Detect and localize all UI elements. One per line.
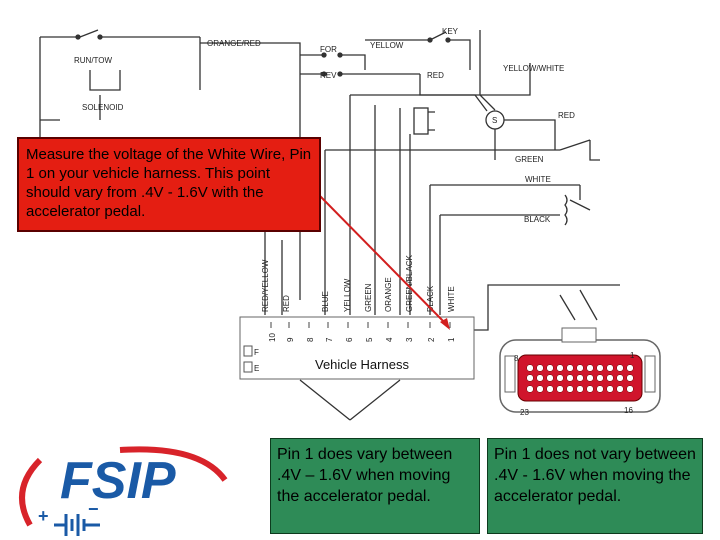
harness-wire-labels: RED/YELLOW RED BLUE YELLOW GREEN ORANGE … xyxy=(261,254,456,312)
pin-number-10: 10 xyxy=(268,333,277,342)
label-rev: REV xyxy=(320,71,337,80)
pin-number-6: 6 xyxy=(345,337,354,342)
label-white: WHITE xyxy=(525,175,551,184)
wire-label-black: BLACK xyxy=(426,285,435,312)
wire-label-red-yellow: RED/YELLOW xyxy=(261,259,270,312)
label-key: KEY xyxy=(442,27,459,36)
connector-number-16: 16 xyxy=(624,406,633,415)
pin-number-4: 4 xyxy=(385,337,394,342)
logo-text: FSIP xyxy=(60,452,176,510)
label-s: S xyxy=(492,116,497,125)
logo-plus: + xyxy=(38,506,49,526)
answer-pin-not-varies-text: Pin 1 does not vary between .4V - 1.6V w… xyxy=(494,446,696,505)
answer-pin-not-varies-button[interactable]: Pin 1 does not vary between .4V - 1.6V w… xyxy=(487,438,703,534)
label-black: BLACK xyxy=(524,215,551,224)
pin-number-2: 2 xyxy=(427,337,436,342)
label-green: GREEN xyxy=(515,155,544,164)
connector-number-23: 23 xyxy=(520,408,529,417)
wire-label-red: RED xyxy=(282,295,291,312)
label-red-top: RED xyxy=(427,71,444,80)
connector-number-1: 1 xyxy=(630,351,635,360)
wire-label-yellow: YELLOW xyxy=(343,278,352,312)
schematic-labels: RUN/TOW ORANGE/RED FOR REV YELLOW KEY RE… xyxy=(74,27,575,224)
pin-number-1: 1 xyxy=(447,337,456,342)
wire-label-green-black: GREEN/BLACK xyxy=(405,254,414,312)
fsip-logo: FSIP + − xyxy=(19,446,228,536)
label-yellow-white: YELLOW/WHITE xyxy=(503,64,564,73)
wire-label-orange: ORANGE xyxy=(384,277,393,312)
connector-number-8: 8 xyxy=(514,354,519,363)
wire-label-green: GREEN xyxy=(364,283,373,312)
vehicle-harness-label: Vehicle Harness xyxy=(315,357,409,372)
label-run-tow: RUN/TOW xyxy=(74,56,113,65)
pin-number-3: 3 xyxy=(405,337,414,342)
side-label-f: F xyxy=(254,348,259,357)
pin-number-9: 9 xyxy=(286,337,295,342)
wire-label-white: WHITE xyxy=(447,286,456,312)
callout-text: Measure the voltage of the White Wire, P… xyxy=(26,146,312,220)
label-orange-red: ORANGE/RED xyxy=(207,39,261,48)
vehicle-harness-connector: F E 10 9 8 7 6 5 4 3 2 1 xyxy=(239,316,475,380)
pin-number-8: 8 xyxy=(306,337,315,342)
answer-pin-varies-text: Pin 1 does vary between .4V – 1.6V when … xyxy=(277,446,453,505)
pin-number-5: 5 xyxy=(365,337,374,342)
side-label-e: E xyxy=(254,364,259,373)
logo-minus: − xyxy=(88,499,99,519)
label-yellow: YELLOW xyxy=(370,41,404,50)
battery-icon xyxy=(54,514,100,536)
pin-number-7: 7 xyxy=(325,337,334,342)
connector-face-image: 8 1 23 16 xyxy=(499,327,661,417)
pointer-arrow xyxy=(319,195,450,330)
label-red-right: RED xyxy=(558,111,575,120)
label-for: FOR xyxy=(320,45,337,54)
measurement-instruction-callout: Measure the voltage of the White Wire, P… xyxy=(17,137,321,232)
label-solenoid: SOLENOID xyxy=(82,103,124,112)
wire-label-blue: BLUE xyxy=(321,291,330,312)
answer-pin-varies-button[interactable]: Pin 1 does vary between .4V – 1.6V when … xyxy=(270,438,480,534)
